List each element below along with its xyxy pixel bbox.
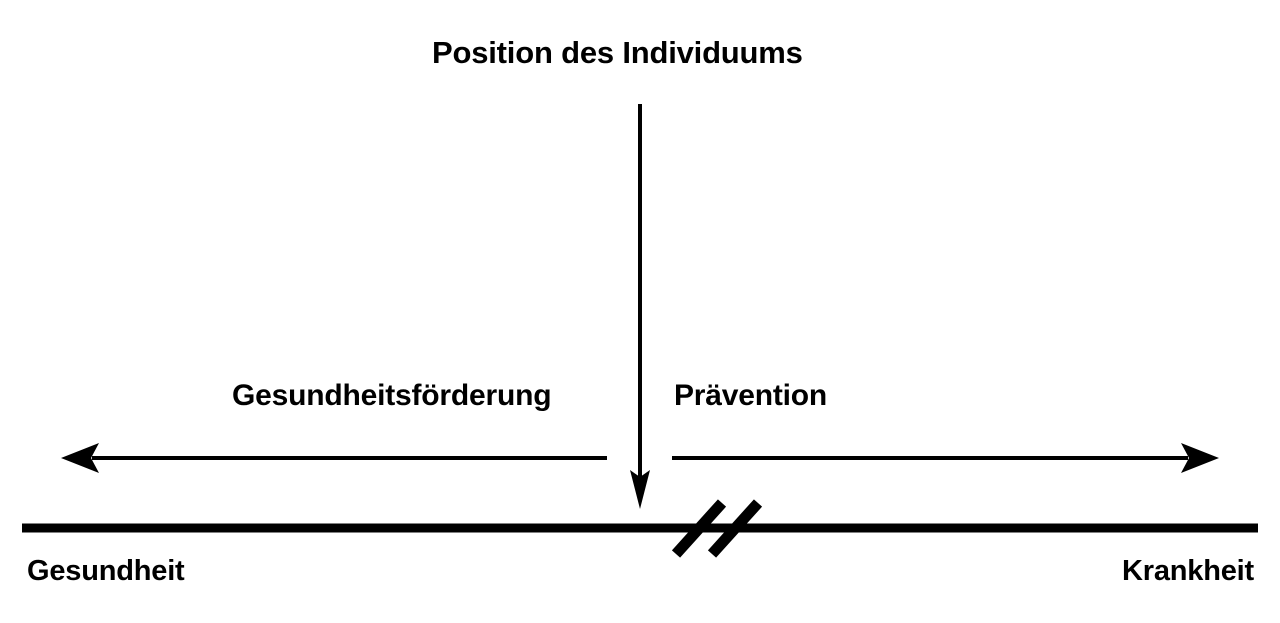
axis-label-health: Gesundheit [27,555,185,587]
axis-break-slash-left [671,499,727,558]
axis-label-illness: Krankheit [1122,555,1254,587]
health-promotion-arrowhead [61,443,99,473]
prevention-arrow [672,443,1219,473]
axis-break-slash-right [707,499,763,558]
individual-position-arrowhead [630,470,650,509]
health-promotion-arrow [61,443,607,473]
axis-break-marker-icon [671,499,763,558]
prevention-label: Prävention [674,379,828,412]
health-promotion-label: Gesundheitsförderung [232,379,552,412]
diagram-title: Position des Individuums [432,35,803,70]
individual-position-arrow [630,104,650,509]
prevention-arrowhead [1181,443,1219,473]
